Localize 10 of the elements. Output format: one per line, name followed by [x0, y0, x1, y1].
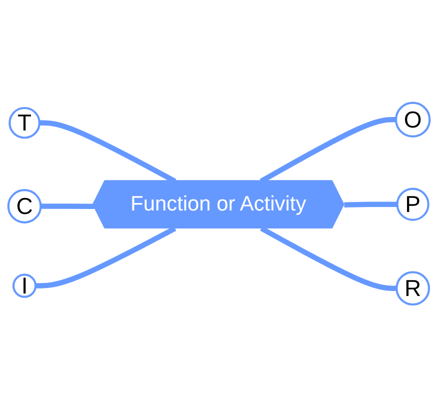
node-circle: O [394, 102, 431, 138]
node-circle: T [8, 106, 40, 139]
connector [344, 202, 398, 208]
node-circle: I [12, 274, 37, 298]
node-circle: C [7, 189, 42, 224]
node-circle: R [396, 271, 430, 306]
connector [260, 226, 397, 291]
node-circle: P [396, 188, 430, 221]
connector [40, 204, 94, 210]
connector [36, 226, 176, 288]
